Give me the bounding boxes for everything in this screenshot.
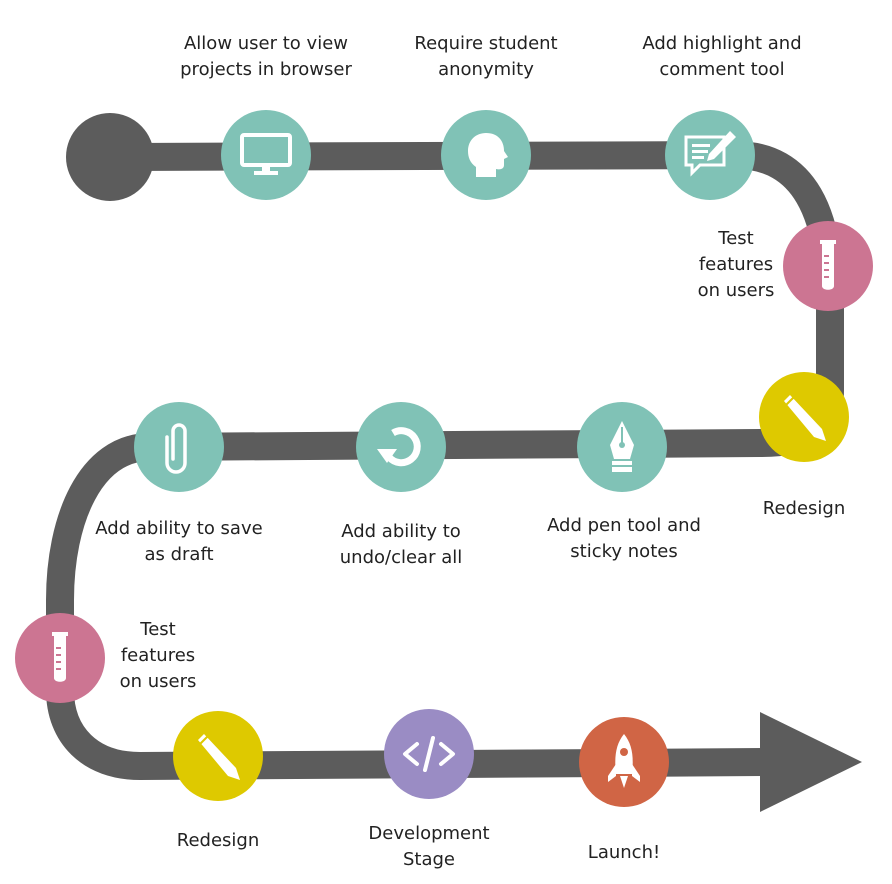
pencil-icon xyxy=(198,734,240,780)
test-tube-icon xyxy=(820,240,836,290)
test-tube-icon xyxy=(52,632,68,682)
step-node-undo-clear xyxy=(356,402,446,492)
step-label-anonymity: Require student anonymity xyxy=(414,33,558,80)
step-label-launch: Launch! xyxy=(587,842,661,863)
comment-pen-icon xyxy=(684,131,736,177)
step-label-undo-clear: Add ability to undo/clear all xyxy=(339,521,463,568)
step-node-anonymity xyxy=(441,110,531,200)
fountain-pen-icon xyxy=(610,421,634,472)
step-node-view-in-browser xyxy=(221,110,311,200)
arrow-head xyxy=(760,712,862,812)
step-label-redesign-1: Redesign xyxy=(762,498,846,519)
step-node-development xyxy=(384,709,474,799)
head-silhouette-icon xyxy=(468,133,508,177)
code-icon xyxy=(403,736,455,772)
step-label-test-1: Test features on users xyxy=(697,228,775,301)
step-label-view-in-browser: Allow user to view projects in browser xyxy=(180,33,352,80)
step-node-pen-sticky xyxy=(577,402,667,492)
step-label-pen-sticky: Add pen tool and sticky notes xyxy=(547,515,701,562)
step-node-test-2 xyxy=(15,613,105,703)
step-node-highlight-comment xyxy=(665,110,755,200)
step-node-launch xyxy=(579,717,669,807)
step-node-test-1 xyxy=(783,221,873,311)
step-node-redesign-1 xyxy=(759,372,849,462)
monitor-icon xyxy=(240,133,292,175)
step-node-redesign-2 xyxy=(173,711,263,801)
paperclip-icon xyxy=(165,423,187,474)
step-label-save-draft: Add ability to save as draft xyxy=(95,518,263,565)
step-node-save-draft xyxy=(134,402,224,492)
step-label-highlight-comment: Add highlight and comment tool xyxy=(642,33,802,80)
step-label-redesign-2: Redesign xyxy=(176,830,260,851)
step-label-development: Development Stage xyxy=(368,823,490,870)
step-label-test-2: Test features on users xyxy=(119,619,197,692)
undo-icon xyxy=(377,427,421,467)
rocket-icon xyxy=(608,734,640,788)
pencil-icon xyxy=(784,395,826,441)
